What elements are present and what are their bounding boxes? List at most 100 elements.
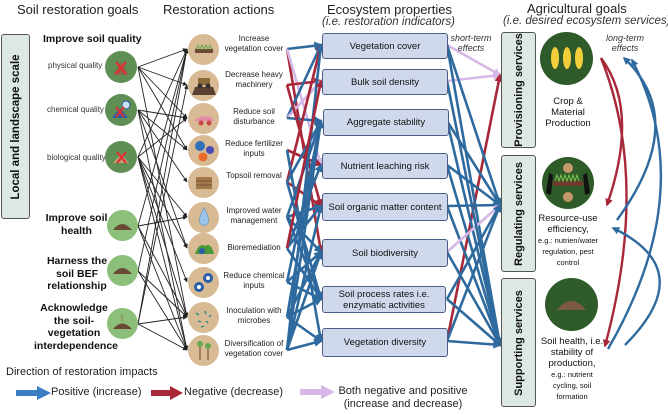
action-circle — [188, 233, 219, 264]
supporting-services-label: Supporting services — [512, 289, 525, 396]
short-term-label: short-term effects — [450, 33, 492, 53]
action-property-link — [285, 119, 323, 183]
action-property-link — [285, 216, 323, 301]
properties-subheader: (i.e. restoration indicators) — [322, 16, 455, 28]
action-property-link — [285, 149, 324, 343]
long-term-arrow — [606, 58, 663, 350]
property-vegetation-diversity: Vegetation diversity — [322, 328, 448, 357]
soil-vegetation-circle — [107, 308, 138, 339]
action-circle — [188, 34, 219, 65]
property-service-link — [445, 251, 502, 347]
property-service-link — [445, 164, 503, 347]
microbes-icon — [195, 310, 212, 328]
action-circle — [188, 167, 219, 198]
action-label: Diversification of vegetation cover — [224, 339, 284, 358]
action-circle — [188, 302, 219, 333]
crop-production-label: Crop & Material Production — [545, 96, 591, 129]
properties-header: Ecosystem properties — [327, 2, 452, 17]
goal-action-link — [137, 225, 188, 351]
legend-negative-label: Negative (decrease) — [184, 386, 284, 398]
long-term-arrow — [611, 226, 661, 346]
action-label: Inoculation with microbes — [226, 306, 282, 325]
property-service-link — [446, 43, 502, 77]
resource-efficiency-circle — [542, 157, 594, 209]
action-property-link — [285, 43, 325, 351]
legend-positive-label: Positive (increase) — [51, 386, 142, 398]
goal-action-link — [137, 48, 189, 227]
action-circle — [188, 70, 219, 101]
property-service-link — [446, 163, 502, 207]
legend-positive-arrow-icon — [16, 386, 51, 400]
property-service-link — [446, 203, 502, 253]
action-circle — [188, 202, 219, 233]
soil-health-service-title: Soil health, i.e. stability of productio… — [540, 336, 604, 369]
action-property-link — [285, 119, 325, 351]
soil-layer-icon — [196, 177, 212, 189]
goal-action-link — [137, 48, 188, 68]
property-service-link — [446, 298, 502, 347]
action-circle — [188, 267, 219, 298]
action-label: Reduce chemical inputs — [223, 271, 285, 290]
action-property-link — [285, 181, 324, 301]
property-service-link — [445, 203, 502, 300]
water-drop-icon — [199, 207, 209, 226]
legend-negative-arrow-icon — [151, 386, 183, 400]
actions-header: Restoration actions — [163, 2, 275, 17]
crossed-biology-icon — [113, 151, 129, 164]
property-soil-biodiversity: Soil biodiversity — [322, 239, 448, 267]
goal-physical-quality: physical quality — [48, 61, 103, 70]
soil-health-service-detail: e.g.: nutrient cycling, soil formation — [551, 370, 593, 401]
soil-mound-sprout-icon — [113, 314, 132, 329]
legend-both-arrow-icon — [300, 385, 335, 399]
scale-box: Local and landscape scale — [1, 34, 30, 219]
goal-harness-bef: Harness the soil BEF relationship — [46, 255, 108, 292]
action-property-link — [285, 43, 324, 183]
resource-efficiency-label: Resource-use efficiency, e.g.: nutrien/w… — [535, 213, 601, 268]
long-term-label: long-term effects — [605, 33, 644, 53]
goal-action-link — [137, 315, 188, 325]
regulating-services-box: Regulating services — [501, 155, 536, 272]
goal-action-link — [137, 109, 188, 183]
goal-action-link — [137, 66, 188, 151]
goal-action-link — [137, 66, 188, 119]
plant-icon — [195, 245, 214, 254]
goal-improve-soil-health: Improve soil health — [45, 212, 108, 237]
soil-health-circle — [107, 210, 138, 241]
physical-quality-circle — [105, 51, 137, 83]
crossed-chemical-icon — [112, 100, 131, 118]
soil-mound-icon — [557, 301, 586, 310]
soil-mound-icon — [113, 268, 132, 274]
crossed-soil-icon — [113, 61, 129, 75]
goal-action-link — [137, 225, 188, 318]
goal-action-link — [137, 109, 188, 120]
trees-icon — [197, 341, 211, 360]
tractor-icon — [192, 78, 216, 95]
goal-action-link — [137, 84, 189, 325]
action-label: Decrease heavy machinery — [225, 70, 283, 89]
property-nutrient-leaching-risk: Nutrient leaching risk — [322, 153, 448, 179]
goal-action-link — [137, 48, 188, 158]
legend-both-label: Both negative and positive (increase and… — [338, 385, 468, 410]
property-bulk-soil-density: Bulk soil density — [322, 69, 448, 95]
goal-action-link — [137, 156, 188, 318]
goal-action-link — [137, 66, 189, 318]
goal-action-link — [137, 156, 188, 283]
goal-action-link — [137, 48, 189, 325]
long-term-arrow — [599, 57, 628, 348]
goal-action-link — [137, 109, 189, 351]
action-circle — [188, 103, 219, 134]
property-service-link — [445, 120, 503, 347]
action-label: Topsoil removal — [226, 171, 282, 180]
agri-subheader: (i.e. desired ecosystem services) — [503, 15, 668, 27]
resource-efficiency-title: Resource-use efficiency, — [538, 213, 598, 235]
goal-biological-quality: biological quality — [47, 153, 106, 162]
plough-icon — [194, 116, 214, 126]
goal-soil-vegetation: Acknowledge the soil-vegetation interdep… — [34, 302, 119, 352]
bef-circle — [107, 255, 138, 286]
action-property-link — [285, 204, 324, 351]
action-label: Improved water management — [226, 206, 282, 225]
action-label: Reduce soil disturbance — [233, 107, 275, 126]
goal-action-link — [137, 109, 188, 151]
property-service-link — [446, 71, 502, 83]
